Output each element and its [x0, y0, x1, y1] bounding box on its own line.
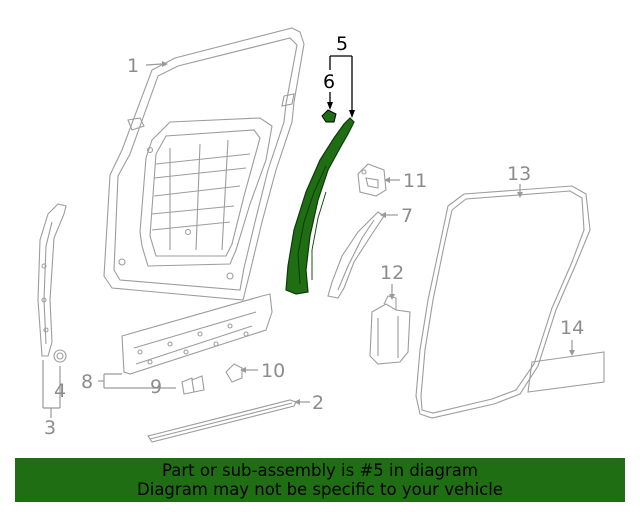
callout-4: 4: [54, 380, 66, 402]
callout-11: 11: [403, 170, 427, 192]
info-banner: Part or sub-assembly is #5 in diagram Di…: [15, 458, 625, 502]
callout-2: 2: [312, 392, 324, 414]
callout-13: 13: [507, 163, 531, 185]
banner-line-2: Diagram may not be specific to your vehi…: [137, 480, 503, 499]
hinge-bracket-part[interactable]: [37, 203, 67, 357]
fastener-part-10[interactable]: [225, 363, 243, 383]
parts-diagram: 1 3 4 5 6 7 11: [37, 27, 605, 443]
callout-6: 6: [323, 71, 335, 93]
latch-bracket-part-11[interactable]: [357, 163, 387, 197]
callout-12: 12: [380, 262, 404, 284]
clip-part-6[interactable]: [321, 109, 337, 123]
callout-5: 5: [336, 33, 348, 55]
banner-line-1: Part or sub-assembly is #5 in diagram: [162, 461, 478, 480]
door-shell-part[interactable]: [103, 27, 305, 301]
callout-10: 10: [261, 360, 285, 382]
lower-weatherstrip-part-2[interactable]: [147, 399, 297, 443]
grommet-part[interactable]: [53, 349, 67, 363]
callout-7: 7: [401, 205, 413, 227]
callout-14: 14: [560, 317, 584, 339]
weatherstrip-part-13[interactable]: [415, 185, 591, 419]
callout-1: 1: [127, 55, 139, 77]
callout-9: 9: [150, 376, 162, 398]
pillar-garnish-part-5[interactable]: [285, 117, 355, 295]
bracket-part-12[interactable]: [369, 295, 411, 365]
sheet-part-14[interactable]: [527, 351, 605, 393]
callout-8: 8: [81, 371, 93, 393]
trim-panel-part-8[interactable]: [121, 293, 273, 375]
callout-3: 3: [44, 417, 56, 439]
molding-part-7[interactable]: [327, 211, 385, 299]
clips-part-9[interactable]: [181, 375, 205, 395]
